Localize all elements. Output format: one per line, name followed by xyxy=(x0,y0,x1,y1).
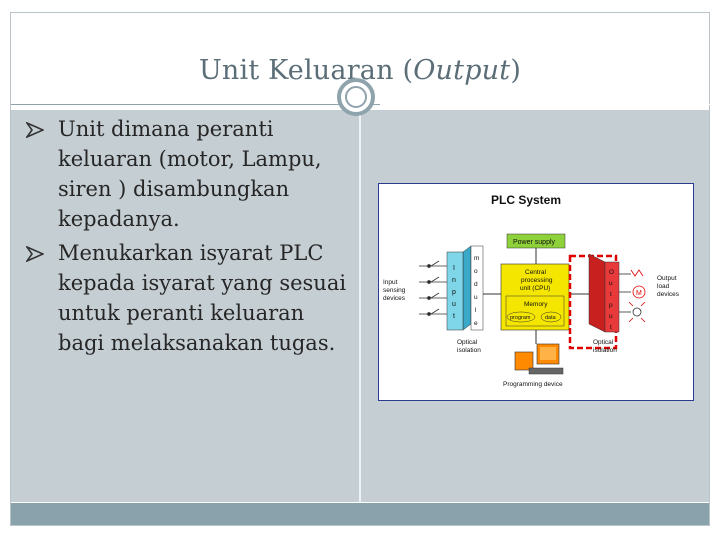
input-letter: t xyxy=(453,313,455,320)
diagram-title: PLC System xyxy=(491,193,561,207)
memory-label: Memory xyxy=(524,301,548,308)
module-letter: m xyxy=(474,255,479,262)
bullet-list: Unit dimana peranti keluaran (motor, Lam… xyxy=(22,110,352,358)
bullet-item: Unit dimana peranti keluaran (motor, Lam… xyxy=(22,114,352,234)
input-devices-label-1: Input xyxy=(383,279,398,286)
programming-device-label: Programming device xyxy=(503,381,563,388)
column-divider xyxy=(359,110,361,502)
motor-symbol: M xyxy=(636,290,642,297)
cpu-label-3: unit (CPU) xyxy=(520,285,550,292)
output-devices xyxy=(619,269,646,323)
program-ellipse xyxy=(506,311,536,323)
programming-device-keyboard xyxy=(528,367,564,375)
output-module-block xyxy=(604,261,620,333)
bullet-item: Menukarkan isyarat PLC kepada isyarat ya… xyxy=(22,238,352,358)
output-letter: t xyxy=(610,324,612,331)
programming-device-screen xyxy=(540,347,556,360)
data-label: data xyxy=(545,315,557,321)
bullet-text-1: Unit dimana peranti keluaran (motor, Lam… xyxy=(58,117,322,231)
module-letter: o xyxy=(474,268,478,275)
program-label: program xyxy=(510,315,531,321)
input-devices-label-3: devices xyxy=(383,295,406,302)
cpu-label-2: processing xyxy=(521,277,553,284)
module-letter: u xyxy=(474,294,478,301)
input-module-side xyxy=(462,245,472,331)
input-module-module xyxy=(470,245,484,331)
input-letter: n xyxy=(452,277,456,284)
slide-frame xyxy=(10,12,710,526)
output-letter: u xyxy=(609,280,613,287)
module-letter: l xyxy=(475,307,477,314)
output-letter: O xyxy=(609,269,614,276)
optical-isolation-label-2: isolation xyxy=(457,347,481,354)
programming-device-tower xyxy=(514,351,534,371)
arrow-bullet-icon xyxy=(26,122,44,138)
decorative-circle-icon xyxy=(337,78,375,116)
data-ellipse xyxy=(540,311,562,323)
optical-isolation-label-1: Optical xyxy=(457,339,478,346)
output-letter: t xyxy=(610,291,612,298)
output-devices-label-3: devices xyxy=(657,291,680,298)
input-letter: p xyxy=(452,289,456,296)
input-switches xyxy=(419,260,447,316)
module-letter: e xyxy=(474,320,478,327)
output-module-side xyxy=(588,253,606,333)
output-devices-label-1: Output xyxy=(657,275,677,282)
optical-isolation-out-label-1: Optical xyxy=(593,339,614,346)
arrow-bullet-icon xyxy=(26,246,44,262)
plc-diagram-svg: PLC System Power supply Central processi… xyxy=(383,193,680,388)
slide-title: Unit Keluaran (Output) xyxy=(198,55,522,86)
input-devices-label-2: sensing xyxy=(383,287,406,294)
input-letter: u xyxy=(452,301,456,308)
title-rule-gap xyxy=(380,104,710,105)
output-devices-label-2: load xyxy=(657,283,670,290)
input-module-block xyxy=(446,251,464,331)
bullet-text-2: Menukarkan isyarat PLC kepada isyarat ya… xyxy=(58,241,347,355)
plc-system-diagram: PLC System Power supply Central processi… xyxy=(378,183,694,401)
power-supply-label: Power supply xyxy=(513,239,556,246)
optical-isolation-out-label-2: isolation xyxy=(593,347,617,354)
bottom-bar xyxy=(11,503,709,525)
input-letter: I xyxy=(453,265,455,272)
cpu-label-1: Central xyxy=(525,269,547,276)
output-letter: p xyxy=(609,302,613,309)
output-letter: u xyxy=(609,313,613,320)
module-letter: d xyxy=(474,281,478,288)
